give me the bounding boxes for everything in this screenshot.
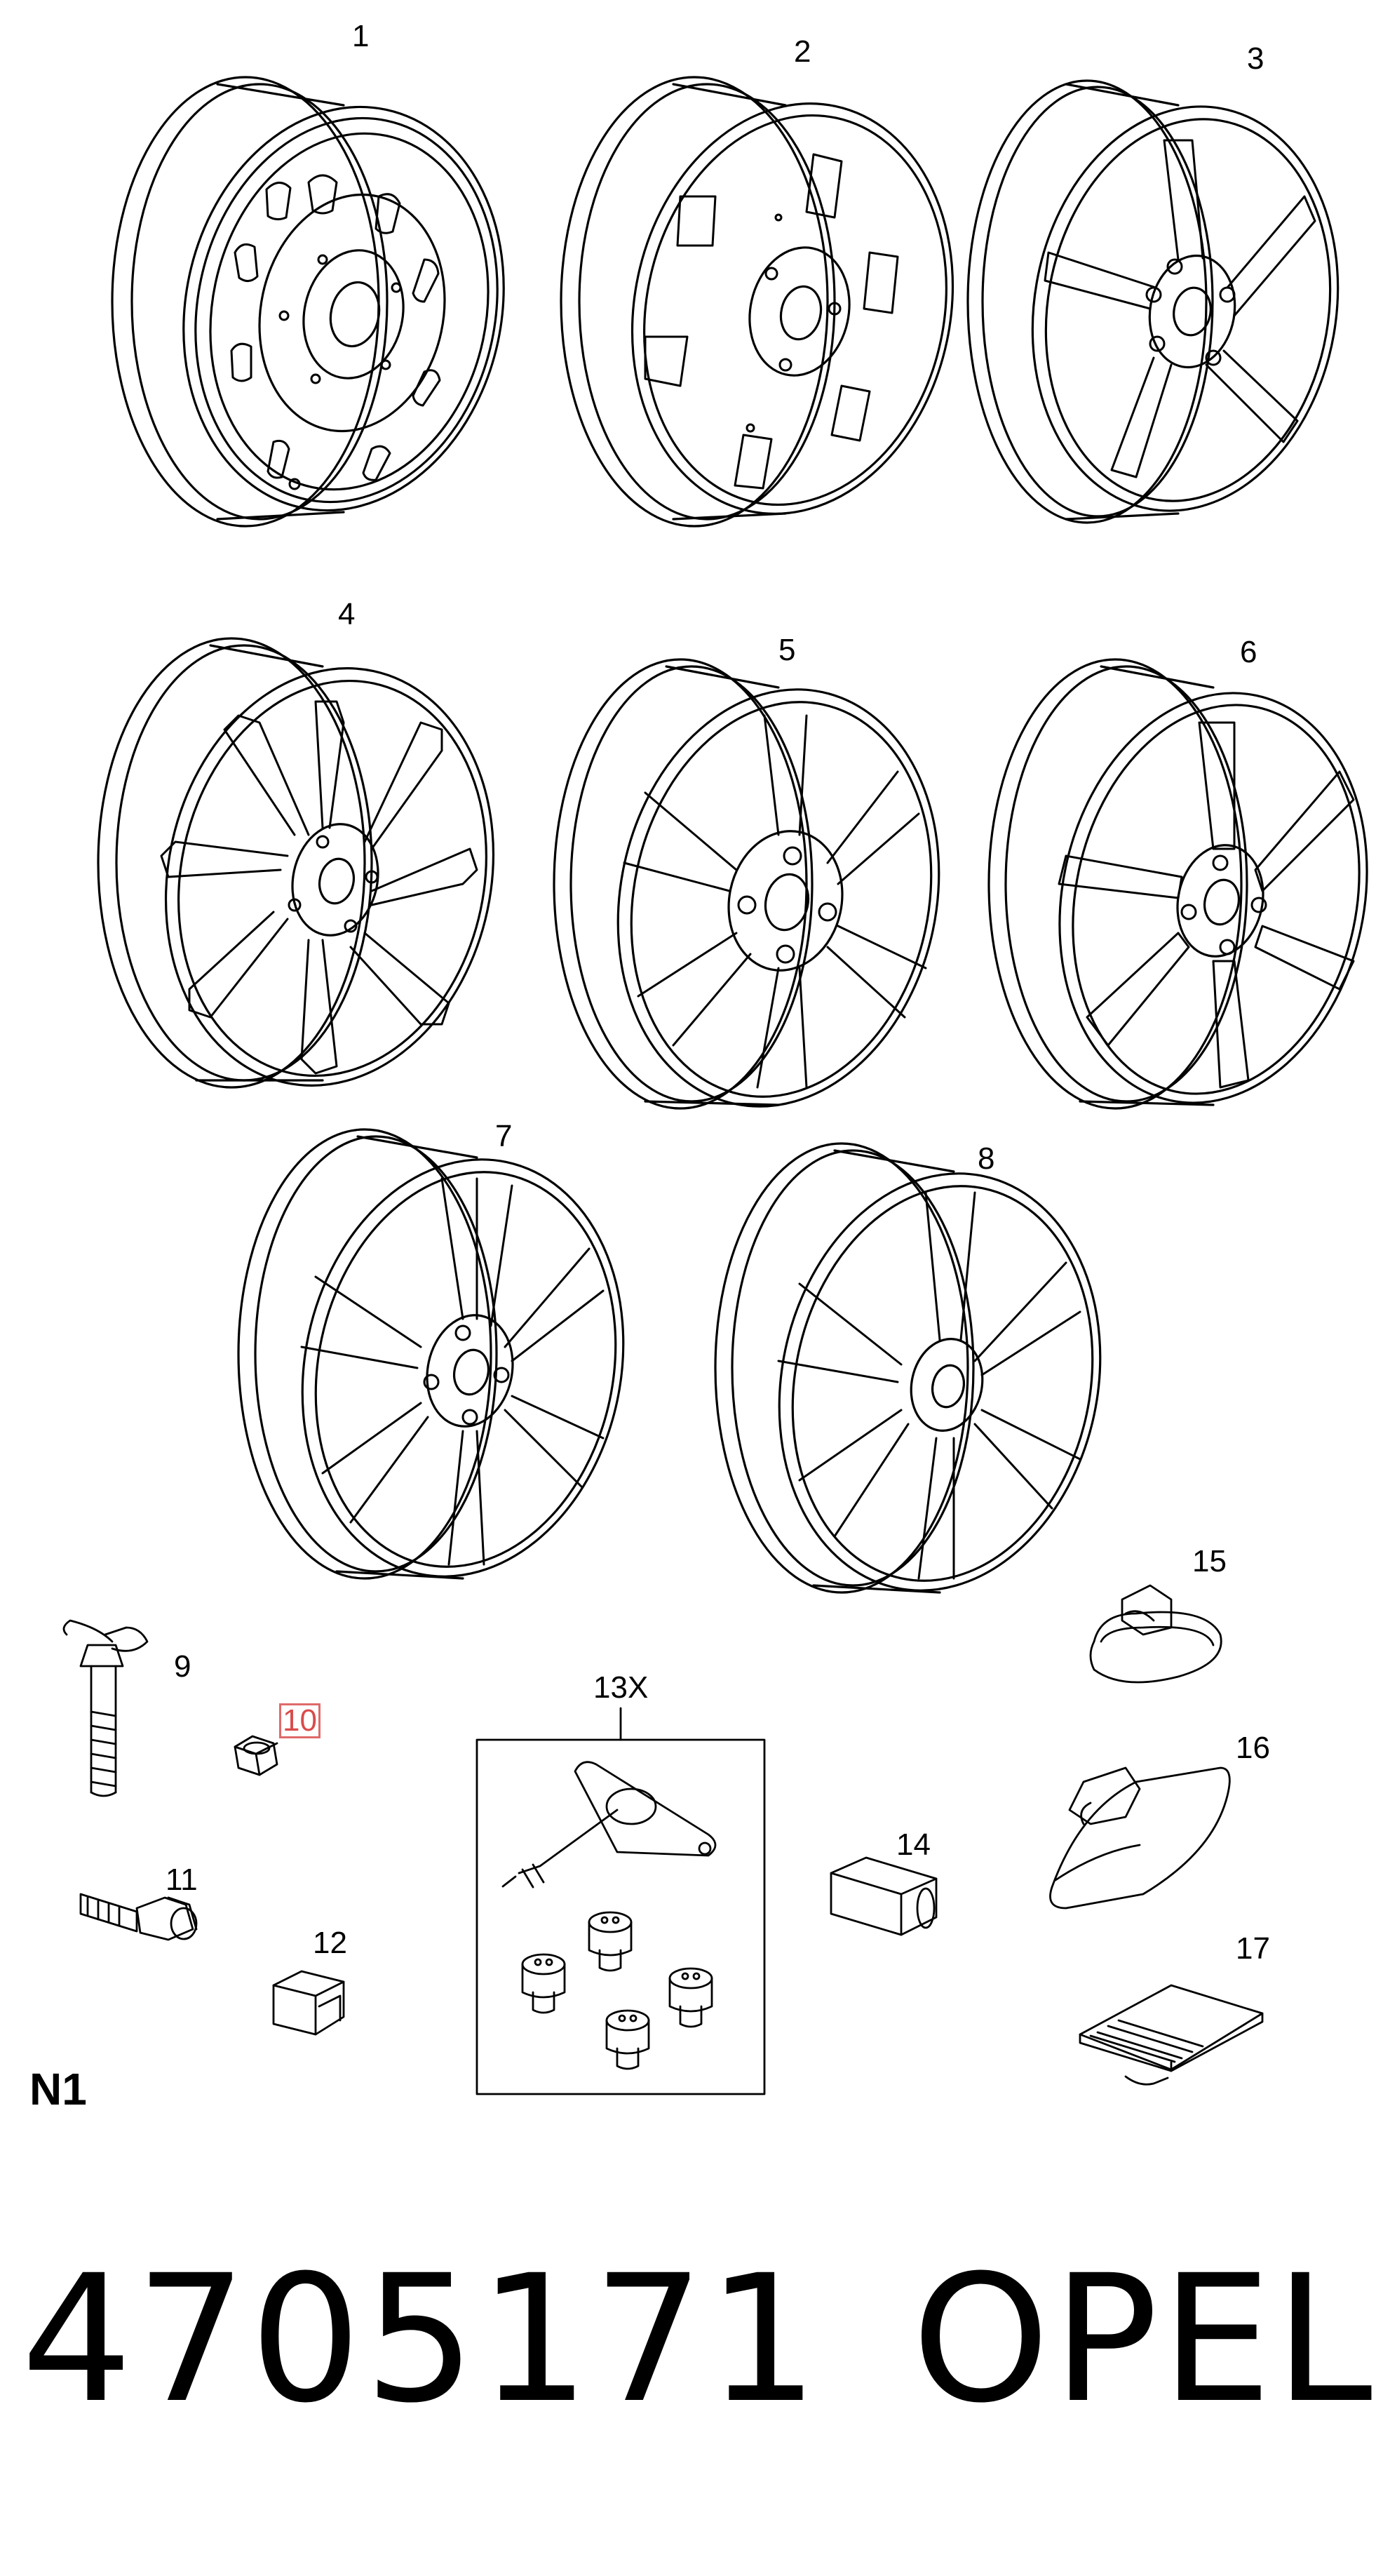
wheel-3 (966, 79, 1340, 524)
brand-label: OPEL (912, 2237, 1375, 2441)
wheel-4 (97, 637, 495, 1089)
part-16-adhesive-weight (1049, 1766, 1231, 1910)
callout-15: 15 (1192, 1544, 1227, 1578)
wheel-2 (560, 76, 954, 528)
group-code: N1 (29, 2064, 87, 2114)
part-10-nut (234, 1735, 278, 1776)
callout-14: 14 (896, 1827, 931, 1862)
callout-5: 5 (778, 633, 796, 667)
callout-11: 11 (166, 1863, 198, 1897)
wheel-7 (237, 1128, 625, 1580)
callout-1: 1 (352, 19, 370, 53)
part-13x-lock-set (475, 1707, 766, 2095)
part-12-cap (272, 1970, 345, 2036)
callout-16: 16 (1236, 1731, 1270, 1765)
callout-4: 4 (338, 597, 356, 631)
wheel-1 (111, 76, 505, 528)
callout-17: 17 (1236, 1931, 1270, 1966)
callout-3: 3 (1247, 41, 1264, 76)
callout-13x: 13X (593, 1670, 649, 1705)
part-number: 4705171 (21, 2237, 822, 2441)
callout-9: 9 (174, 1649, 191, 1684)
wheel-8 (714, 1142, 1102, 1594)
part-11-wheel-bolt (79, 1893, 198, 1941)
part-14-cap (830, 1856, 938, 1936)
callout-8: 8 (978, 1141, 995, 1176)
part-9-wing-bolt (62, 1619, 149, 1797)
part-15-clip-weight (1089, 1584, 1222, 1684)
callout-7: 7 (495, 1119, 513, 1153)
callout-10: 10 (279, 1703, 321, 1738)
part-17-weight-strip (1079, 1984, 1264, 2086)
callout-6: 6 (1240, 635, 1257, 669)
callout-2: 2 (794, 34, 811, 69)
wheel-5 (553, 658, 940, 1110)
callout-12: 12 (313, 1926, 347, 1960)
wheel-6 (987, 658, 1368, 1110)
